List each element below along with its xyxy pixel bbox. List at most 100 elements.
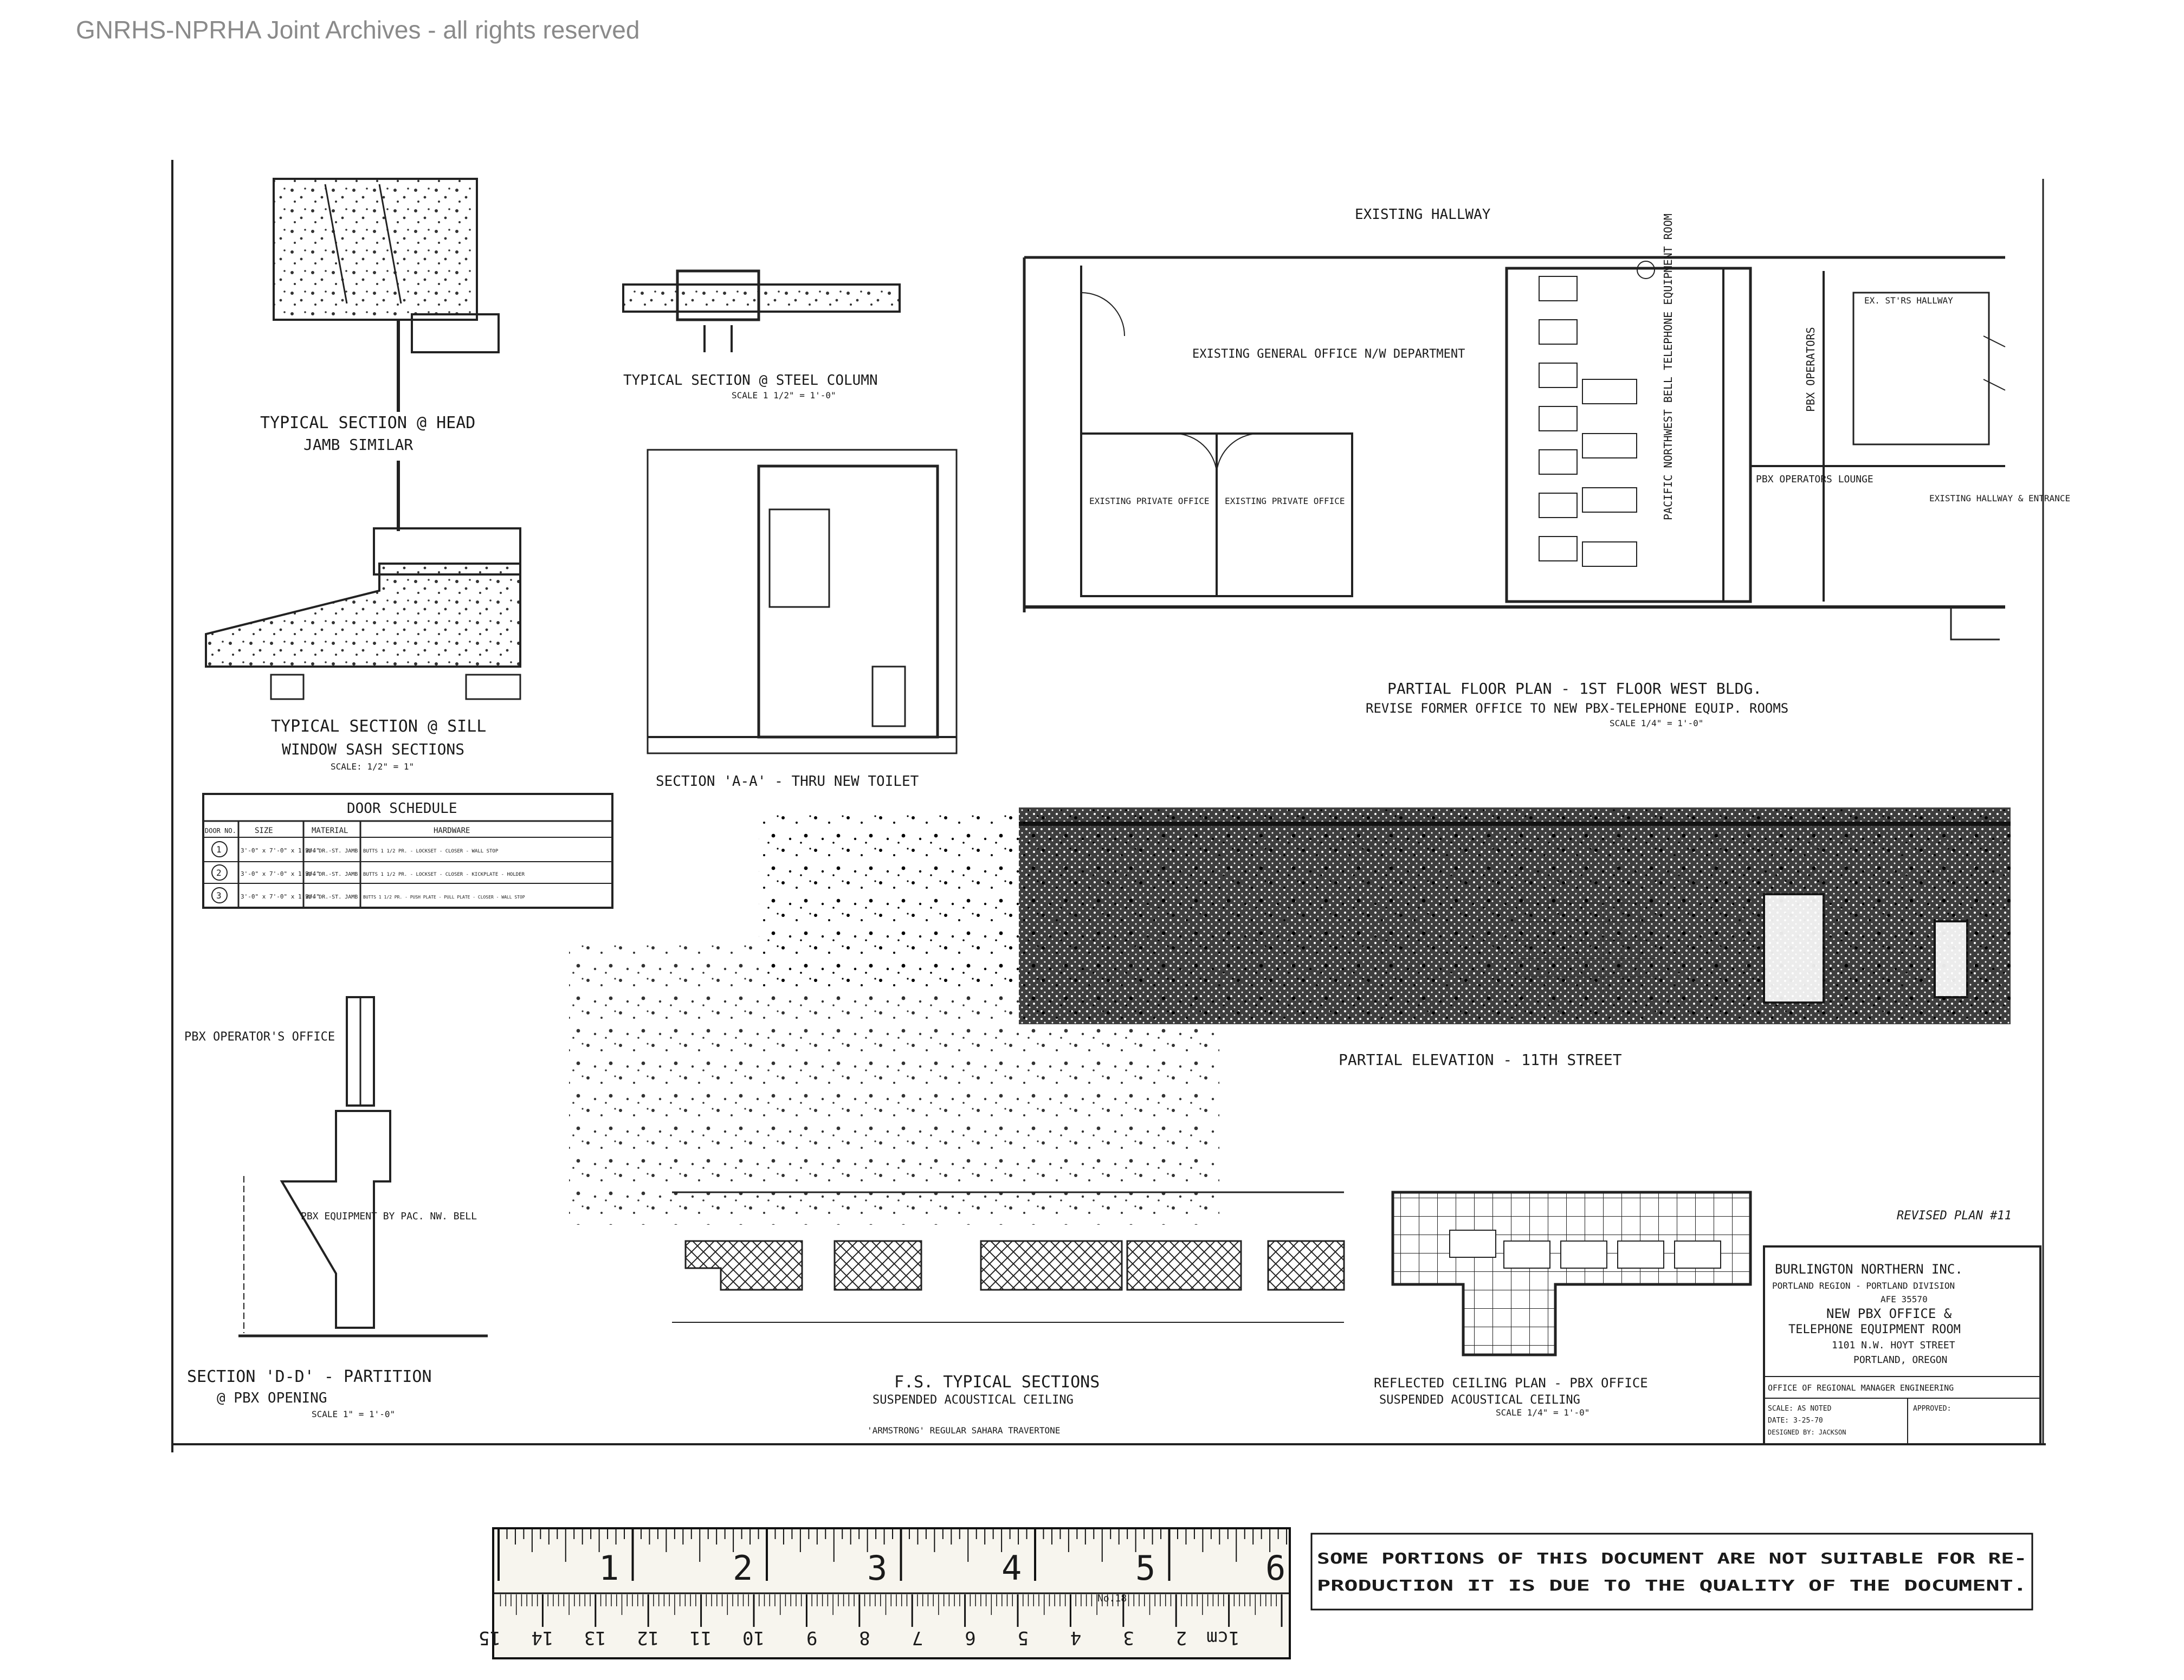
ruler-inch-1: 1 [599, 1548, 619, 1588]
floor-plan-scale: SCALE 1/4" = 1'-0" [1610, 718, 1703, 728]
quality-notice-stamp [1310, 1533, 2033, 1611]
revised-note: REVISED PLAN #11 [1897, 1209, 2012, 1223]
ruler-cm-label: 13 [584, 1627, 606, 1649]
ruler-cm-label: 4 [1070, 1627, 1081, 1649]
door-hardware: BUTTS 1 1/2 PR. - LOCKSET - CLOSER - KIC… [363, 872, 525, 877]
steel-column-title: TYPICAL SECTION @ STEEL COLUMN [623, 372, 878, 389]
title-project-2: TELEPHONE EQUIPMENT ROOM [1788, 1323, 1961, 1336]
title-office: OFFICE OF REGIONAL MANAGER ENGINEERING [1768, 1383, 1954, 1393]
ruler-inch-5: 5 [1135, 1548, 1155, 1588]
pbx-operators-office-label: PBX OPERATOR'S OFFICE [184, 1030, 335, 1044]
ruler-inch-2: 2 [733, 1548, 753, 1588]
elevation-title: PARTIAL ELEVATION - 11TH STREET [1339, 1051, 1622, 1069]
existing-hallway-label: EXISTING HALLWAY [1355, 206, 1491, 223]
ruler-cm-label: 9 [806, 1627, 817, 1649]
section-dd-scale: SCALE 1" = 1'-0" [312, 1409, 395, 1419]
existing-hallway-entrance-label: EXISTING HALLWAY & ENTRANCE [1929, 493, 2070, 503]
measuring-ruler [492, 1527, 1291, 1659]
partial-floor-plan [1023, 256, 2006, 641]
rcp-scale: SCALE 1/4" = 1'-0" [1496, 1407, 1589, 1418]
rcp-sub: SUSPENDED ACOUSTICAL CEILING [1379, 1393, 1580, 1407]
door-hardware: BUTTS 1 1/2 PR. - LOCKSET - CLOSER - WAL… [363, 849, 499, 854]
ruler-inch-3: 3 [867, 1548, 887, 1588]
ruler-cm-label: 6 [965, 1627, 975, 1649]
section-aa-title: SECTION 'A-A' - THRU NEW TOILET [656, 773, 919, 790]
archive-header: GNRHS-NPRHA Joint Archives - all rights … [76, 16, 640, 44]
title-block [1763, 1245, 2041, 1445]
section-dd-title: SECTION 'D-D' - PARTITION [187, 1367, 432, 1386]
door-schedule-table [202, 793, 613, 909]
door-schedule-title: DOOR SCHEDULE [347, 800, 457, 817]
title-approved: APPROVED: [1913, 1405, 1951, 1413]
sill-section-detail [205, 461, 521, 700]
title-company: BURLINGTON NORTHERN INC. [1775, 1262, 1963, 1277]
ruler-cm-label: 12 [637, 1627, 659, 1649]
door-material: WD. DR.-ST. JAMB [306, 848, 358, 854]
equipment-room-label: PACIFIC NORTHWEST BELL TELEPHONE EQUIPME… [1662, 214, 1675, 520]
ruler-cm-label: 7 [912, 1627, 923, 1649]
ruler-cm-label: 11 [690, 1627, 712, 1649]
ruler-cm-label: 8 [859, 1627, 870, 1649]
ruler-inch-4: 4 [1001, 1548, 1022, 1588]
title-project-1: NEW PBX OFFICE & [1826, 1306, 1952, 1321]
head-section-sub: JAMB SIMILAR [303, 436, 413, 454]
fs-typical-sub: SUSPENDED ACOUSTICAL CEILING [873, 1393, 1074, 1407]
steel-column-detail [622, 269, 901, 352]
title-address: 1101 N.W. HOYT STREET [1832, 1340, 1955, 1351]
head-section-title: TYPICAL SECTION @ HEAD [260, 413, 475, 432]
private-office-2-label: EXISTING PRIVATE OFFICE [1225, 496, 1345, 506]
quality-notice-line-2: PRODUCTION IT IS DUE TO THE QUALITY OF T… [1317, 1576, 2027, 1594]
general-office-label: EXISTING GENERAL OFFICE N/W DEPARTMENT [1192, 347, 1465, 361]
sill-section-sub: WINDOW SASH SECTIONS [282, 740, 464, 758]
ruler-cm-label: 10 [742, 1627, 765, 1649]
private-office-1-label: EXISTING PRIVATE OFFICE [1089, 496, 1210, 506]
sill-section-scale: SCALE: 1/2" = 1" [331, 761, 414, 772]
ruler-cm-label: 5 [1018, 1627, 1029, 1649]
ruler-cm-label: 2 [1176, 1627, 1187, 1649]
door-number: 3 [216, 890, 222, 901]
pbx-equipment-label: PBX EQUIPMENT BY PAC. NW. BELL [301, 1211, 477, 1222]
door-number: 1 [216, 844, 222, 855]
ruler-cm-label: 14 [531, 1627, 553, 1649]
section-dd-sub: @ PBX OPENING [217, 1390, 327, 1406]
fs-typical-note: 'ARMSTRONG' REGULAR SAHARA TRAVERTONE [867, 1425, 1060, 1436]
door-schedule-col: HARDWARE [434, 826, 470, 835]
door-size: 3'-0" x 7'-0" x 1 3/4" [241, 893, 320, 900]
section-aa-detail [647, 449, 958, 754]
title-date: DATE: 3-25-70 [1768, 1417, 1823, 1425]
ruler-inch-6: 6 [1265, 1548, 1285, 1588]
ex-hallway-label: EX. ST'RS HALLWAY [1864, 295, 1953, 306]
quality-notice-line-1: SOME PORTIONS OF THIS DOCUMENT ARE NOT S… [1317, 1549, 2027, 1567]
title-afe: AFE 35570 [1881, 1294, 1928, 1304]
title-city: PORTLAND, OREGON [1853, 1354, 1947, 1366]
sheet-border [171, 160, 2046, 1452]
door-material: WD. DR.-ST. JAMB [306, 871, 358, 877]
ruler-cm-label: 3 [1123, 1627, 1134, 1649]
ruler-brand: No.18 [1097, 1593, 1127, 1604]
sill-section-title: TYPICAL SECTION @ SILL [271, 717, 486, 736]
steel-column-scale: SCALE 1 1/2" = 1'-0" [732, 390, 836, 400]
door-material: WD. DR.-ST. JAMB [306, 894, 358, 900]
fs-typical-sections [672, 1191, 1345, 1323]
section-dd-detail [238, 996, 488, 1337]
pbx-lounge-label: PBX OPERATORS LOUNGE [1756, 474, 1873, 485]
elevation-11th-street [569, 807, 2011, 1225]
reflected-ceiling-plan [1391, 1191, 1752, 1356]
door-schedule-col: SIZE [255, 826, 273, 835]
door-schedule-col: MATERIAL [312, 826, 348, 835]
floor-plan-subtitle: REVISE FORMER OFFICE TO NEW PBX-TELEPHON… [1366, 701, 1788, 716]
title-designed-by: DESIGNED BY: JACKSON [1768, 1429, 1846, 1436]
pbx-operators-label: PBX OPERATORS [1804, 327, 1817, 412]
head-section-detail [273, 178, 500, 412]
title-region: PORTLAND REGION - PORTLAND DIVISION [1772, 1281, 1955, 1291]
door-schedule-col: DOOR NO. [205, 827, 236, 835]
door-number: 2 [216, 868, 222, 878]
ruler-cm-label: 15 [479, 1627, 501, 1649]
door-size: 3'-0" x 7'-0" x 1 3/4" [241, 847, 320, 854]
fs-typical-title: F.S. TYPICAL SECTIONS [894, 1373, 1100, 1392]
ruler-cm-label: 1cm [1206, 1627, 1239, 1649]
rcp-title: REFLECTED CEILING PLAN - PBX OFFICE [1374, 1375, 1648, 1391]
door-size: 3'-0" x 7'-0" x 1 3/4" [241, 870, 320, 877]
floor-plan-title: PARTIAL FLOOR PLAN - 1ST FLOOR WEST BLDG… [1387, 680, 1762, 697]
